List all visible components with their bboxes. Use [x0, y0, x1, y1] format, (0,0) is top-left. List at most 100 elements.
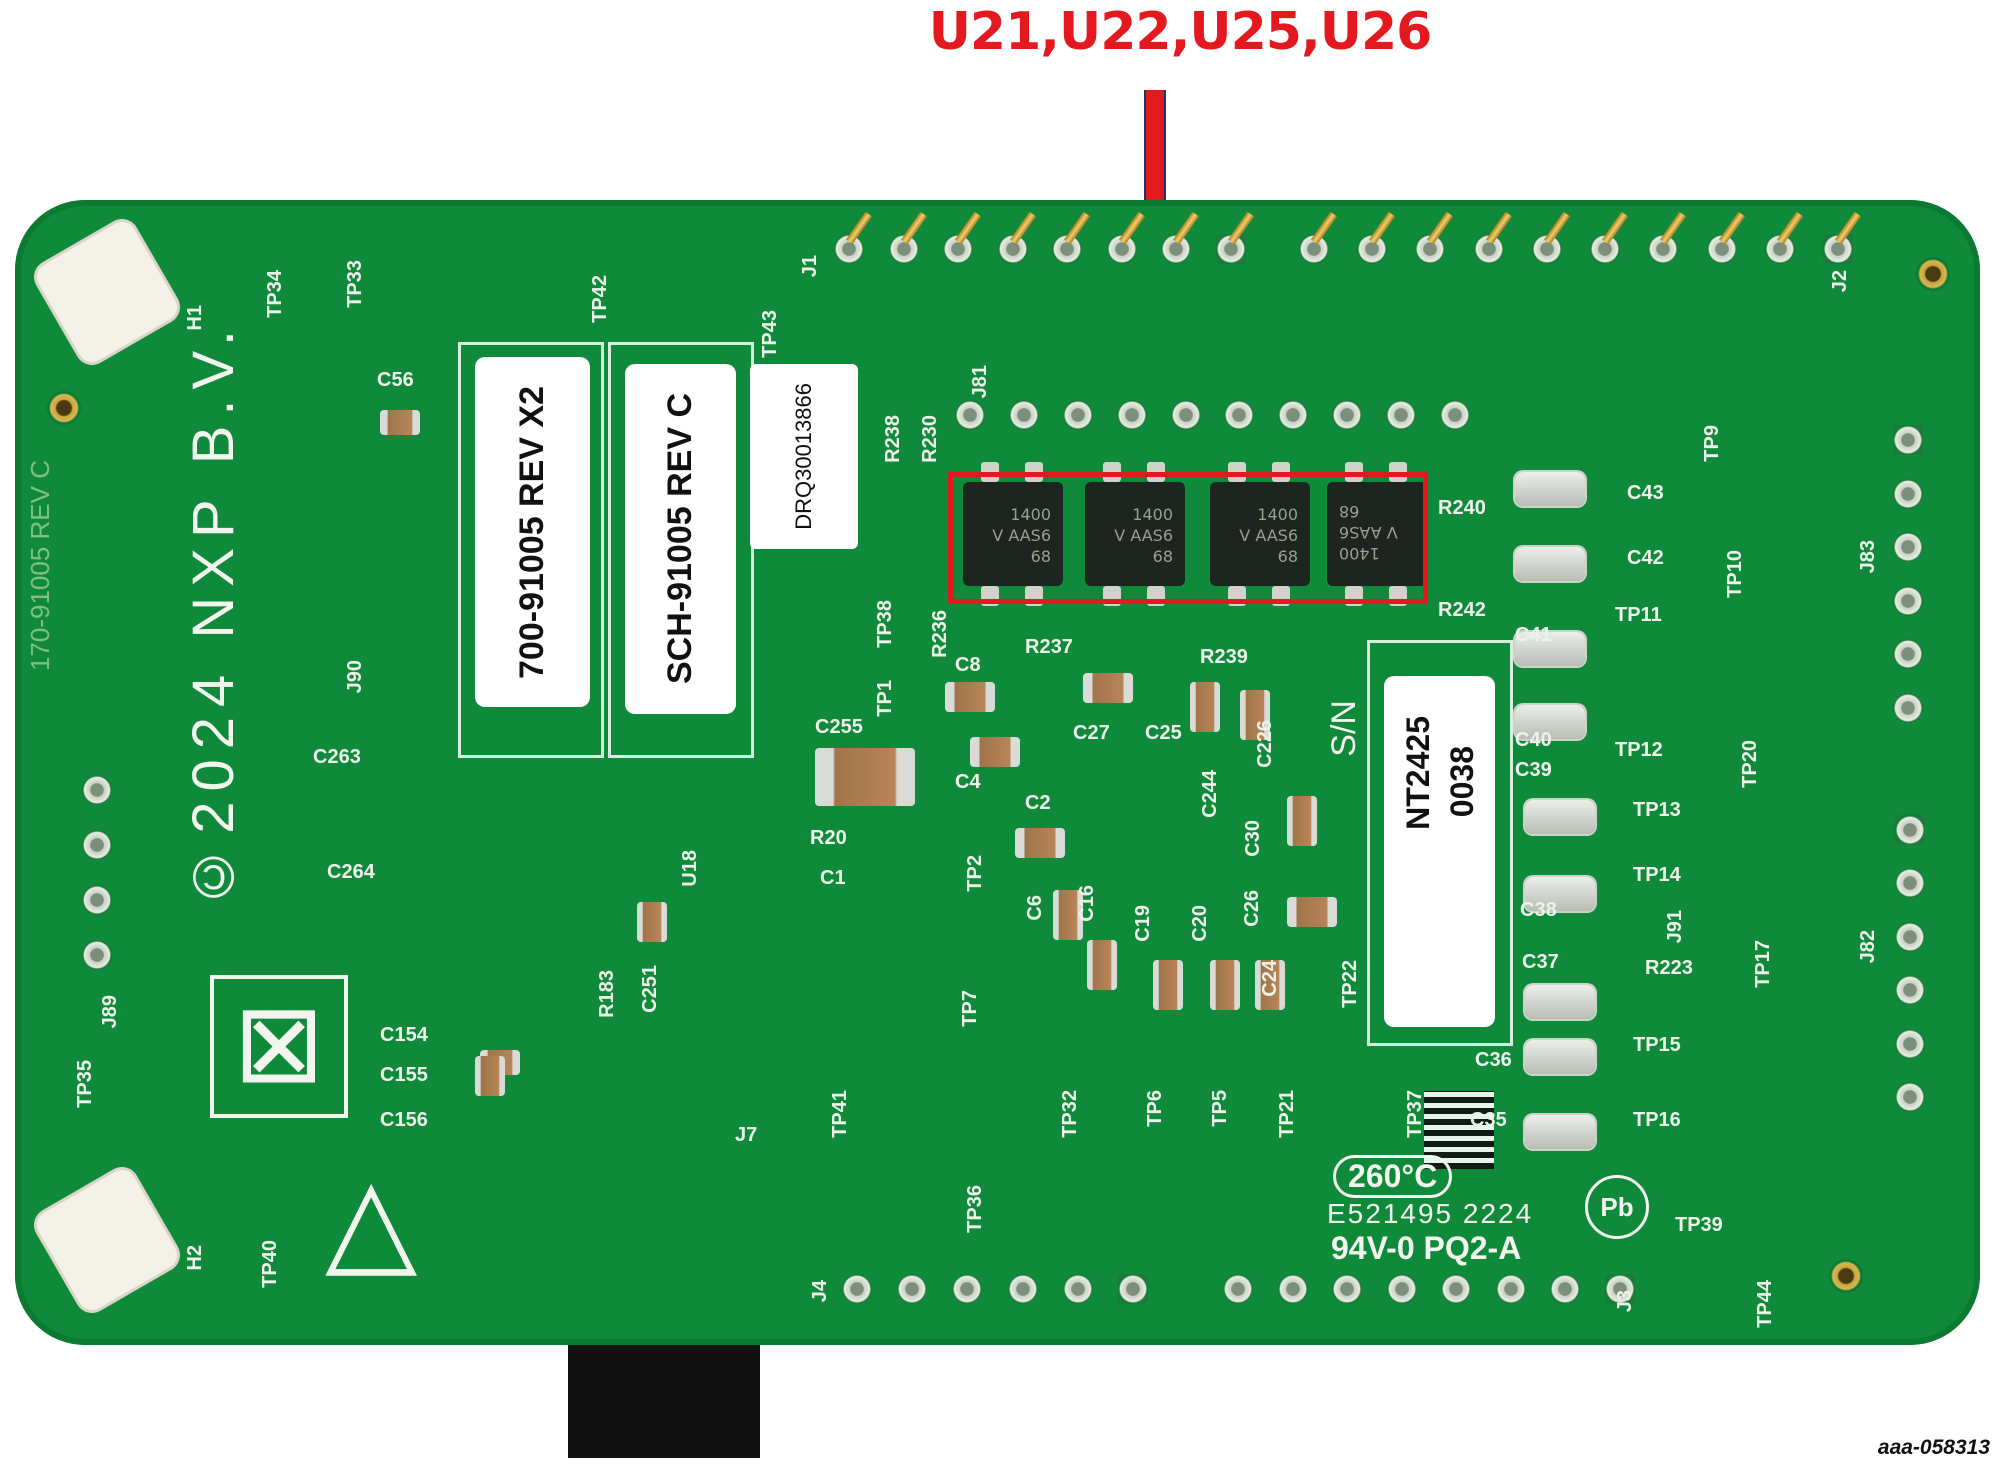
- refdes-tp16: TP16: [1633, 1109, 1681, 1131]
- large-capacitor: [1525, 800, 1595, 834]
- refdes-tp1: TP1: [874, 680, 896, 717]
- assembly-label-text: 700-91005 REV X2: [513, 385, 551, 679]
- refdes-tp38: TP38: [874, 600, 896, 648]
- header-pin: [1224, 400, 1255, 430]
- refdes-j1: J1: [799, 255, 821, 278]
- header-pin: [1893, 532, 1923, 563]
- header-pin: [1386, 400, 1417, 430]
- header-pin: [1278, 400, 1309, 430]
- refdes-c16: C16: [1076, 885, 1098, 922]
- capacitor: [1087, 940, 1117, 990]
- header-pin: [1386, 1274, 1417, 1304]
- refdes-c264: C264: [327, 861, 375, 883]
- refdes-c4: C4: [955, 771, 981, 793]
- header-pin: [1895, 975, 1925, 1006]
- mounting-hole: [1829, 1259, 1863, 1293]
- refdes-tp6: TP6: [1144, 1090, 1166, 1127]
- refdes-j3: J3: [1614, 1290, 1636, 1313]
- refdes-tp11: TP11: [1615, 604, 1662, 626]
- refdes-c226: C226: [1254, 720, 1276, 768]
- capacitor: [970, 737, 1020, 767]
- refdes-tp9: TP9: [1701, 425, 1723, 462]
- refdes-c27: C27: [1073, 722, 1110, 744]
- capacitor: [1153, 960, 1183, 1010]
- refdes-c154: C154: [380, 1024, 428, 1046]
- refdes-r239: R239: [1200, 646, 1248, 668]
- refdes-r236: R236: [929, 610, 951, 658]
- refdes-tp37: TP37: [1404, 1090, 1426, 1138]
- callout-highlight-box: [948, 472, 1428, 604]
- refdes-tp7: TP7: [959, 990, 981, 1027]
- refdes-tp17: TP17: [1752, 940, 1774, 988]
- ul-code: E521495 2224: [1327, 1198, 1534, 1229]
- refdes-j83: J83: [1857, 540, 1879, 574]
- header-pin: [1062, 1274, 1093, 1304]
- refdes-j4: J4: [809, 1280, 831, 1303]
- refdes-c43: C43: [1627, 482, 1664, 504]
- drq-label-text: DRQ30013866: [791, 383, 816, 530]
- copyright-label: ©2024 NXP B.V.: [181, 320, 246, 909]
- header-pin: [1550, 1274, 1581, 1304]
- refdes-c36: C36: [1475, 1049, 1512, 1071]
- pb-free-icon: Pb: [1585, 1175, 1649, 1239]
- refdes-u18: U18: [679, 850, 701, 887]
- large-capacitor: [1515, 705, 1585, 739]
- header-pin: [1277, 1274, 1308, 1304]
- header-pin: [1170, 400, 1201, 430]
- capacitor: [380, 410, 420, 435]
- refdes-r223: R223: [1645, 957, 1693, 979]
- header-pin: [1893, 585, 1923, 616]
- refdes-tp33: TP33: [344, 260, 366, 308]
- header-pin: [1893, 693, 1923, 723]
- refdes-r20: R20: [810, 827, 847, 849]
- refdes-c37: C37: [1522, 951, 1559, 973]
- refdes-h2: H2: [184, 1245, 206, 1271]
- header-pin: [1893, 425, 1923, 455]
- refdes-c26: C26: [1241, 890, 1263, 927]
- refdes-c8: C8: [955, 654, 981, 676]
- refdes-r237: R237: [1025, 636, 1073, 658]
- refdes-tp43: TP43: [759, 310, 781, 358]
- header-pin: [1440, 400, 1470, 430]
- refdes-c255: C255: [815, 716, 863, 738]
- header-pin: [1895, 868, 1925, 899]
- large-capacitor: [1525, 1115, 1595, 1149]
- large-capacitor: [1525, 877, 1595, 911]
- header-pin: [1893, 478, 1923, 509]
- header-pin: [1332, 400, 1363, 430]
- header-pin: [1895, 1082, 1925, 1112]
- header-pin: [82, 775, 112, 805]
- refdes-c20: C20: [1189, 905, 1211, 942]
- header-pin: [1007, 1274, 1038, 1304]
- large-capacitor: [1515, 472, 1585, 506]
- header-pin: [955, 400, 985, 430]
- refdes-h1: H1: [184, 305, 206, 331]
- refdes-c24: C24: [1259, 960, 1281, 997]
- refdes-c244: C244: [1199, 770, 1221, 818]
- refdes-c35: C35: [1470, 1109, 1507, 1131]
- refdes-c42: C42: [1627, 547, 1664, 569]
- refdes-j81: J81: [969, 365, 991, 399]
- mounting-hole: [1916, 257, 1950, 291]
- serial-line1: NT2425: [1400, 716, 1436, 830]
- header-pin: [952, 1274, 983, 1304]
- refdes-j91: J91: [1664, 910, 1686, 944]
- assembly-label: 700-91005 REV X2: [475, 357, 590, 707]
- header-pin: [1223, 1274, 1253, 1304]
- capacitor-c255: [815, 748, 915, 806]
- capacitor: [1255, 960, 1285, 1010]
- schematic-label-text: SCH-91005 REV C: [661, 393, 699, 685]
- header-pin: [1895, 815, 1925, 845]
- refdes-j2: J2: [1829, 270, 1851, 293]
- figure-id: aaa-058313: [1877, 1436, 1990, 1459]
- refdes-j90: J90: [344, 660, 366, 694]
- header-pin: [82, 885, 112, 915]
- standoff-h2: [31, 1164, 183, 1316]
- refdes-r242: R242: [1438, 599, 1486, 621]
- header-pin: [1893, 639, 1923, 670]
- serial-line2: 0038: [1444, 746, 1480, 818]
- refdes-tp44: TP44: [1754, 1280, 1776, 1328]
- refdes-c251: C251: [639, 965, 661, 1013]
- refdes-c19: C19: [1132, 905, 1154, 942]
